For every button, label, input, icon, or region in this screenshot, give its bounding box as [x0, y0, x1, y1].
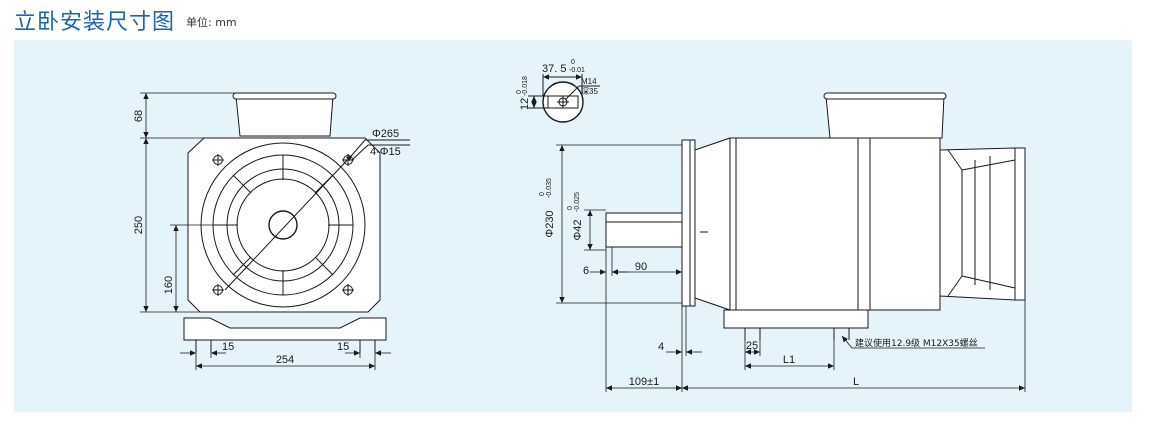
thread-label: M14 [581, 77, 597, 86]
dim-90-label: 90 [635, 261, 647, 273]
page-title: 立卧安装尺寸图 [14, 10, 176, 35]
front-dimension-lines [140, 92, 391, 370]
phi265-label: Φ265 [372, 128, 399, 140]
key-height-tol-lower: -0.018 [522, 76, 529, 96]
key-height-tol-upper: 0 [516, 90, 523, 94]
dim-4-label: 4 [658, 341, 664, 353]
phi230-label: Φ230 [544, 210, 556, 237]
dim-254-label: 254 [276, 354, 294, 366]
dim-15-right-label: 15 [337, 341, 349, 353]
side-view [605, 92, 1026, 340]
dim-25-label: 25 [746, 340, 758, 352]
dim-L1-label: L1 [783, 354, 795, 366]
phi42-tol-upper: 0 [567, 206, 574, 210]
dim-160-label: 160 [163, 276, 175, 294]
dim-109-label: 109±1 [629, 376, 660, 388]
dim-L-label: L [853, 376, 859, 388]
depth-label: 深35 [581, 87, 598, 96]
dim-15-left-label: 15 [222, 341, 234, 353]
phi230-tol-lower: -0.035 [546, 178, 553, 198]
bolt-note: 建议使用12.9级 M12X35螺丝 [855, 337, 978, 349]
dim-250-label: 250 [133, 216, 145, 234]
unit-label: 单位: mm [186, 16, 237, 29]
key-width-label: 37. 5 [542, 63, 566, 75]
phi230-tol-upper: 0 [539, 192, 546, 196]
key-height-label: 12 [519, 98, 531, 110]
dim-6-label: 6 [583, 265, 589, 277]
key-section [528, 74, 600, 123]
side-dimension-lines [556, 144, 1026, 392]
phi42-tol-lower: -0.025 [574, 192, 581, 212]
holes-4-phi15-label: 4-Φ15 [370, 146, 401, 158]
key-width-tol-upper: 0 [571, 59, 575, 66]
front-view [183, 92, 410, 352]
key-width-tol-lower: -0.01 [569, 67, 585, 74]
dim-68-label: 68 [133, 110, 145, 122]
phi42-label: Φ42 [572, 219, 584, 240]
